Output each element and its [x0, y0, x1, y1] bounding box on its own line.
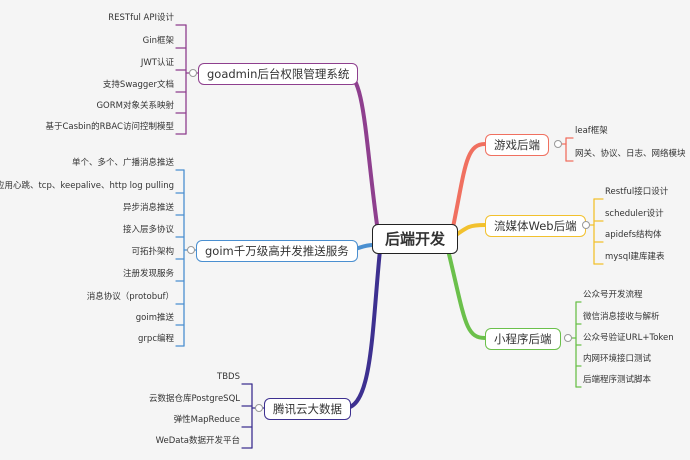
leaf-game-1[interactable]: 网关、协议、日志、网络模块	[575, 149, 686, 159]
collapse-toggle-mini[interactable]	[564, 334, 572, 342]
leaf-tencent-2[interactable]: 弹性MapReduce	[173, 415, 240, 425]
leaf-goadmin-1[interactable]: Gin框架	[142, 36, 174, 46]
connector-root-game	[450, 142, 487, 234]
leaf-goim-1[interactable]: 应用心跳、tcp、keepalive、http log pulling	[0, 181, 174, 191]
branch-mini[interactable]: 小程序后端	[485, 328, 561, 350]
leaf-goim-0[interactable]: 单个、多个、广播消息推送	[71, 158, 174, 168]
leaf-stream-3[interactable]: mysql建库建表	[605, 252, 665, 262]
collapse-toggle-tencent[interactable]	[255, 404, 263, 412]
branch-stream[interactable]: 流媒体Web后端	[485, 215, 586, 237]
leaf-tencent-3[interactable]: WeData数据开发平台	[155, 436, 240, 446]
leaf-mini-4[interactable]: 后端程序测试脚本	[583, 375, 652, 385]
branch-goim[interactable]: goim千万级高并发推送服务	[196, 240, 358, 262]
branch-goadmin[interactable]: goadmin后台权限管理系统	[198, 63, 359, 85]
leaf-goadmin-5[interactable]: 基于Casbin的RBAC访问控制模型	[45, 122, 174, 132]
collapse-toggle-stream[interactable]	[582, 221, 590, 229]
leaf-goadmin-3[interactable]: 支持Swagger文档	[102, 80, 174, 90]
leaf-mini-1[interactable]: 微信消息接收与解析	[583, 312, 660, 322]
connector-root-goadmin	[343, 71, 380, 234]
leaf-goadmin-4[interactable]: GORM对象关系映射	[96, 101, 174, 111]
leaf-goim-8[interactable]: grpc编程	[138, 334, 174, 344]
leaf-goim-7[interactable]: goim推送	[135, 313, 174, 323]
leaf-stream-0[interactable]: Restful接口设计	[605, 187, 669, 197]
leaf-mini-2[interactable]: 公众号验证URL+Token	[583, 333, 674, 343]
leaf-goim-3[interactable]: 接入层多协议	[122, 225, 174, 235]
leaf-tencent-0[interactable]: TBDS	[217, 372, 240, 382]
leaf-mini-3[interactable]: 内网环境接口测试	[583, 354, 652, 364]
branch-tencent[interactable]: 腾讯云大数据	[264, 398, 351, 420]
root-node[interactable]: 后端开发	[372, 224, 459, 254]
connector-root-tencent	[343, 248, 382, 410]
leaf-goim-6[interactable]: 消息协议（protobuf）	[86, 292, 174, 302]
leaf-goim-2[interactable]: 异步消息推送	[122, 203, 174, 213]
leaf-goim-4[interactable]: 可拓扑架构	[131, 247, 174, 257]
leaf-goadmin-0[interactable]: RESTful API设计	[108, 13, 174, 23]
leaf-goim-5[interactable]: 注册发现服务	[122, 269, 174, 279]
collapse-toggle-goim[interactable]	[187, 246, 195, 254]
connector-root-mini	[446, 248, 487, 340]
leaf-game-0[interactable]: leaf框架	[575, 126, 608, 136]
collapse-toggle-goadmin[interactable]	[189, 69, 197, 77]
branch-game[interactable]: 游戏后端	[485, 134, 549, 156]
leaf-tencent-1[interactable]: 云数据仓库PostgreSQL	[148, 394, 240, 404]
leaf-stream-1[interactable]: scheduler设计	[605, 209, 664, 219]
collapse-toggle-game[interactable]	[554, 140, 562, 148]
leaf-goadmin-2[interactable]: JWT认证	[140, 58, 174, 68]
leaf-mini-0[interactable]: 公众号开发流程	[583, 290, 643, 300]
leaf-stream-2[interactable]: apidefs结构体	[605, 230, 662, 240]
